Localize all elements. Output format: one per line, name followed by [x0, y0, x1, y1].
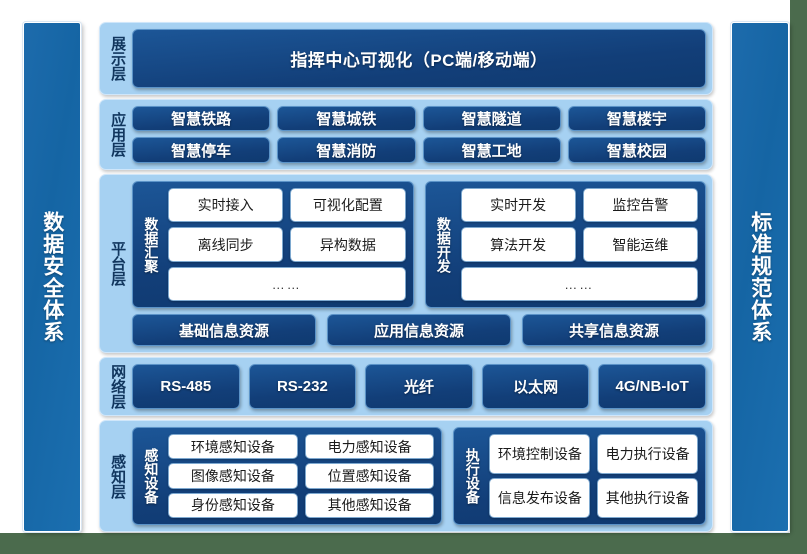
layer-application-label: 应用层 — [109, 111, 127, 157]
group-actuator-devices-body: 环境控制设备 电力执行设备 信息发布设备 其他执行设备 — [489, 434, 699, 519]
group-data-aggregation-body: 实时接入 可视化配置 离线同步 异构数据 …… — [168, 187, 406, 302]
network-chip-rs232[interactable]: RS-232 — [248, 364, 357, 410]
layer-display-body: 指挥中心可视化（PC端/移动端） — [130, 27, 708, 90]
chip-development-more[interactable]: …… — [460, 266, 698, 302]
chip-identity-sensor[interactable]: 身份感知设备 — [168, 492, 298, 518]
chip-offline-sync[interactable]: 离线同步 — [168, 227, 284, 262]
layer-network-label-wrap: 网络层 — [104, 362, 130, 411]
app-chip-smart-urban-rail[interactable]: 智慧城铁 — [277, 105, 416, 132]
layer-sensing: 感知层 感知设备 环境感知设备 电力感知设备 — [99, 420, 713, 532]
application-row-2: 智慧停车 智慧消防 智慧工地 智慧校园 — [132, 137, 706, 163]
network-chip-ethernet[interactable]: 以太网 — [481, 364, 590, 410]
group-actuator-devices: 执行设备 环境控制设备 电力执行设备 信息发布设备 其他执行设备 — [453, 427, 706, 525]
layer-display-label: 展示层 — [109, 35, 127, 81]
pillar-right-label: 标准规范体系 — [748, 211, 772, 343]
chip-other-actuator[interactable]: 其他执行设备 — [597, 478, 699, 519]
display-banner[interactable]: 指挥中心可视化（PC端/移动端） — [132, 29, 706, 88]
resource-chip-application-info[interactable]: 应用信息资源 — [327, 314, 511, 347]
layer-sensing-body: 感知设备 环境感知设备 电力感知设备 图像感知设备 位置感知设备 — [130, 425, 708, 527]
chip-realtime-ingest[interactable]: 实时接入 — [168, 187, 284, 223]
chip-power-sensor[interactable]: 电力感知设备 — [304, 434, 435, 460]
platform-resources: 基础信息资源 应用信息资源 共享信息资源 — [132, 314, 706, 347]
group-sensing-devices-body: 环境感知设备 电力感知设备 图像感知设备 位置感知设备 身份感知设备 其他感知设… — [168, 434, 435, 518]
app-chip-smart-campus[interactable]: 智慧校园 — [567, 137, 706, 163]
group-data-aggregation-label: 数据汇聚 — [143, 216, 160, 273]
app-chip-smart-parking[interactable]: 智慧停车 — [132, 137, 271, 163]
app-chip-smart-firefighting[interactable]: 智慧消防 — [277, 137, 416, 163]
layer-sensing-label: 感知层 — [109, 453, 127, 499]
network-row: RS-485 RS-232 光纤 以太网 4G/NB-IoT — [132, 364, 706, 410]
architecture-diagram: 数据安全体系 展示层 指挥中心可视化（PC端/移动端） 应用层 智慧铁路 — [23, 22, 789, 532]
group-actuator-devices-label-wrap: 执行设备 — [461, 434, 483, 518]
chip-environment-sensor[interactable]: 环境感知设备 — [168, 434, 298, 460]
sensing-row-3: 身份感知设备 其他感知设备 — [168, 492, 435, 518]
group-sensing-devices-label: 感知设备 — [143, 448, 160, 505]
pillar-standards-system: 标准规范体系 — [731, 22, 789, 532]
actuator-row-2: 信息发布设备 其他执行设备 — [489, 478, 699, 519]
layer-platform-label-wrap: 平台层 — [104, 179, 130, 349]
group-sensing-devices: 感知设备 环境感知设备 电力感知设备 图像感知设备 位置感知设备 — [132, 427, 443, 525]
development-row-2: 算法开发 智能运维 — [460, 227, 698, 262]
platform-groups: 数据汇聚 实时接入 可视化配置 离线同步 异构数据 — [132, 180, 706, 309]
network-chip-rs485[interactable]: RS-485 — [132, 364, 240, 410]
layer-application-label-wrap: 应用层 — [104, 104, 130, 165]
layer-platform: 平台层 数据汇聚 实时接入 可视化配置 — [99, 173, 713, 354]
app-chip-smart-tunnel[interactable]: 智慧隧道 — [422, 105, 561, 132]
app-chip-smart-railway[interactable]: 智慧铁路 — [132, 105, 271, 132]
chip-power-actuator[interactable]: 电力执行设备 — [597, 434, 699, 475]
resource-chip-basic-info[interactable]: 基础信息资源 — [132, 314, 316, 347]
group-data-development: 数据开发 实时开发 监控告警 算法开发 智能运维 — [424, 180, 706, 309]
aggregation-row-3: …… — [168, 266, 406, 302]
chip-monitoring-alarm[interactable]: 监控告警 — [582, 187, 698, 223]
chip-info-publishing[interactable]: 信息发布设备 — [489, 478, 591, 519]
app-chip-smart-building[interactable]: 智慧楼宇 — [567, 105, 706, 132]
layer-stack: 展示层 指挥中心可视化（PC端/移动端） 应用层 智慧铁路 智慧城铁 智慧隧道 … — [99, 22, 713, 532]
layer-application: 应用层 智慧铁路 智慧城铁 智慧隧道 智慧楼宇 智慧停车 智慧消防 智慧工地 智… — [99, 98, 713, 170]
group-data-aggregation: 数据汇聚 实时接入 可视化配置 离线同步 异构数据 — [132, 180, 414, 309]
chip-intelligent-ops[interactable]: 智能运维 — [582, 227, 698, 262]
layer-application-body: 智慧铁路 智慧城铁 智慧隧道 智慧楼宇 智慧停车 智慧消防 智慧工地 智慧校园 — [130, 104, 708, 165]
pillar-left-label: 数据安全体系 — [40, 211, 64, 343]
chip-realtime-development[interactable]: 实时开发 — [460, 187, 576, 223]
chip-heterogeneous-data[interactable]: 异构数据 — [290, 227, 406, 262]
chip-environment-control[interactable]: 环境控制设备 — [489, 434, 591, 475]
diagram-canvas: 数据安全体系 展示层 指挥中心可视化（PC端/移动端） 应用层 智慧铁路 — [0, 0, 790, 533]
chip-other-sensor[interactable]: 其他感知设备 — [304, 492, 435, 518]
pillar-data-security: 数据安全体系 — [23, 22, 81, 532]
sensing-row-2: 图像感知设备 位置感知设备 — [168, 463, 435, 489]
chip-location-sensor[interactable]: 位置感知设备 — [304, 463, 435, 489]
chip-algorithm-development[interactable]: 算法开发 — [460, 227, 576, 262]
actuator-row-1: 环境控制设备 电力执行设备 — [489, 434, 699, 475]
group-data-development-label: 数据开发 — [435, 216, 452, 273]
layer-platform-body: 数据汇聚 实时接入 可视化配置 离线同步 异构数据 — [130, 179, 708, 349]
aggregation-row-2: 离线同步 异构数据 — [168, 227, 406, 262]
group-actuator-devices-label: 执行设备 — [464, 448, 481, 505]
application-row-1: 智慧铁路 智慧城铁 智慧隧道 智慧楼宇 — [132, 105, 706, 132]
layer-network-body: RS-485 RS-232 光纤 以太网 4G/NB-IoT — [130, 362, 708, 411]
chip-visual-config[interactable]: 可视化配置 — [290, 187, 406, 223]
group-data-development-label-wrap: 数据开发 — [433, 188, 455, 302]
group-sensing-devices-label-wrap: 感知设备 — [140, 434, 162, 518]
app-chip-smart-construction-site[interactable]: 智慧工地 — [422, 137, 561, 163]
chip-image-sensor[interactable]: 图像感知设备 — [168, 463, 298, 489]
sensing-groups: 感知设备 环境感知设备 电力感知设备 图像感知设备 位置感知设备 — [132, 427, 706, 525]
aggregation-row-1: 实时接入 可视化配置 — [168, 187, 406, 223]
chip-aggregation-more[interactable]: …… — [168, 266, 406, 302]
group-data-aggregation-label-wrap: 数据汇聚 — [140, 188, 162, 302]
resource-chip-shared-info[interactable]: 共享信息资源 — [522, 314, 706, 347]
sensing-row-1: 环境感知设备 电力感知设备 — [168, 434, 435, 460]
layer-network-label: 网络层 — [109, 364, 127, 410]
layer-sensing-label-wrap: 感知层 — [104, 425, 130, 527]
network-chip-fiber[interactable]: 光纤 — [365, 364, 473, 410]
development-row-1: 实时开发 监控告警 — [460, 187, 698, 223]
group-data-development-body: 实时开发 监控告警 算法开发 智能运维 …… — [460, 187, 698, 302]
layer-display-label-wrap: 展示层 — [104, 27, 130, 90]
layer-display: 展示层 指挥中心可视化（PC端/移动端） — [99, 22, 713, 95]
development-row-3: …… — [460, 266, 698, 302]
network-chip-4g-nbiot[interactable]: 4G/NB-IoT — [598, 364, 706, 410]
layer-network: 网络层 RS-485 RS-232 光纤 以太网 4G/NB-IoT — [99, 357, 713, 417]
layer-platform-label: 平台层 — [109, 241, 127, 287]
